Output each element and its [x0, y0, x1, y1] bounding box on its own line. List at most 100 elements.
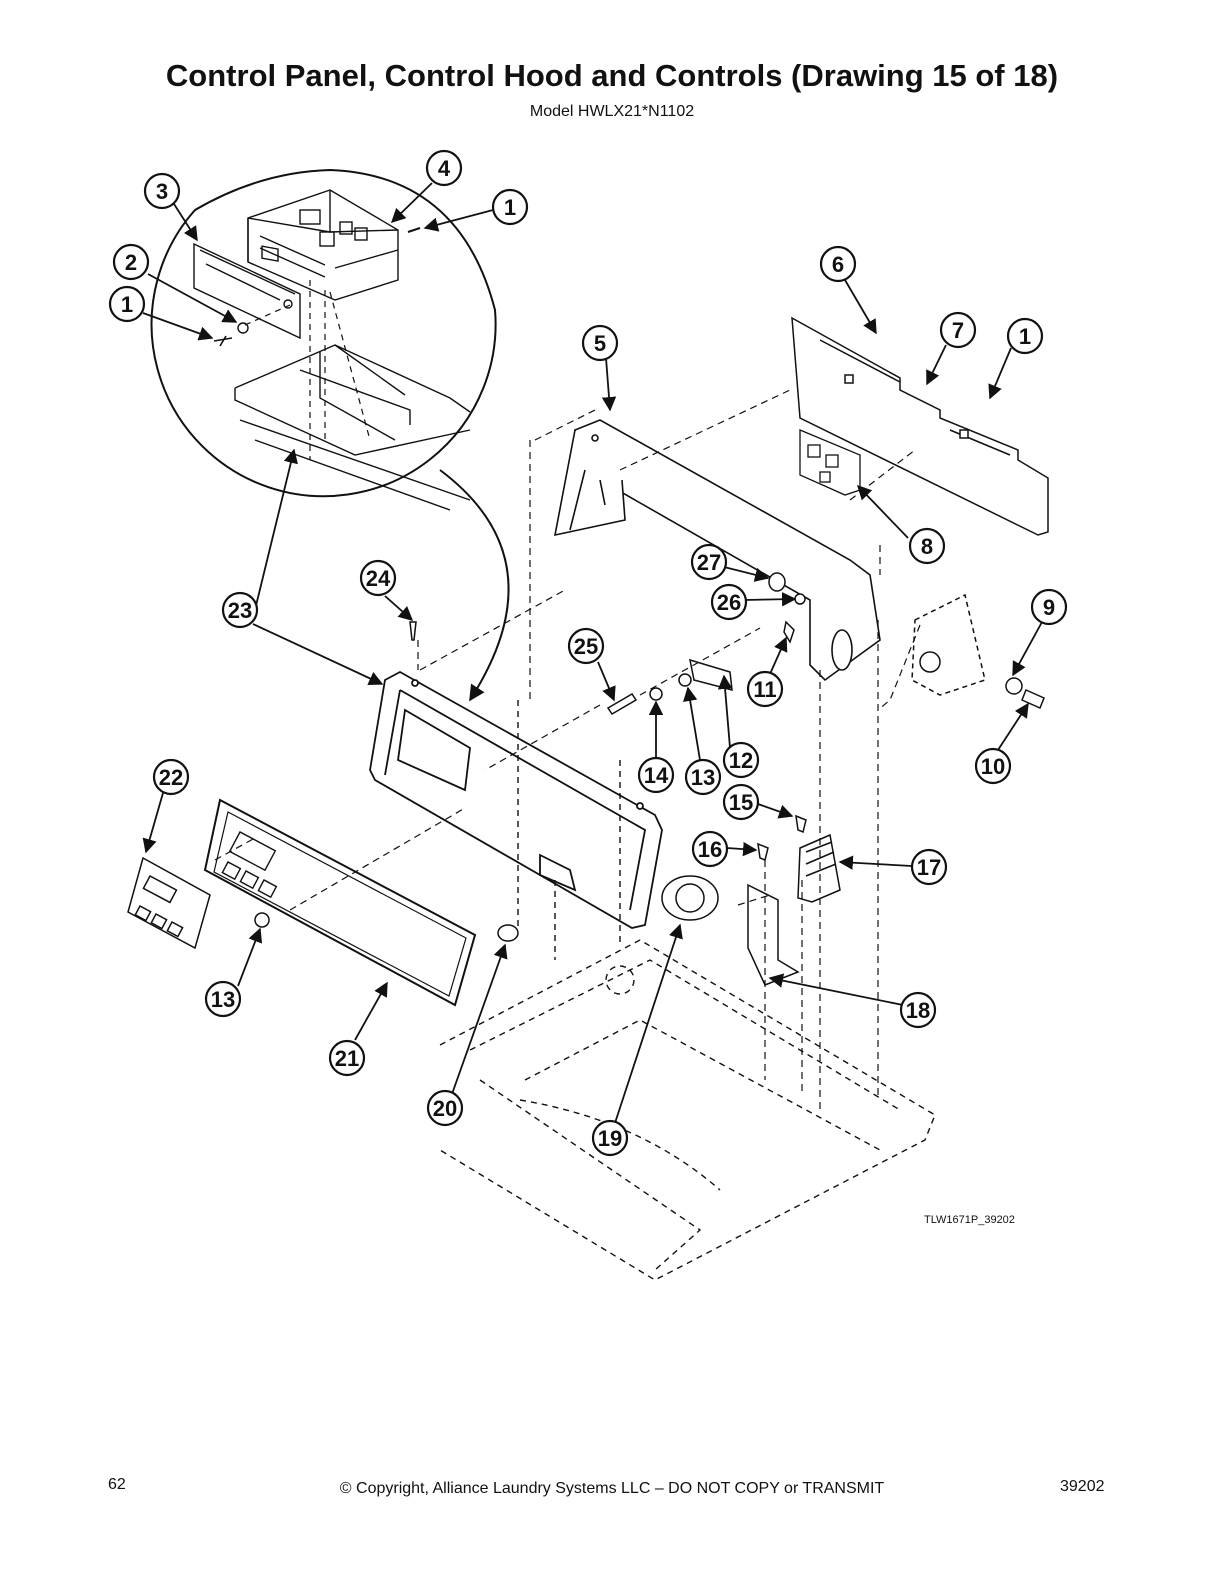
callout-circle: [637, 756, 675, 794]
callout-circle: [152, 758, 190, 796]
callout-c23: 23: [221, 591, 259, 629]
callout-circle: [910, 848, 948, 886]
callout-circle: [426, 1089, 464, 1127]
callout-circle: [1006, 317, 1044, 355]
callout-label: 17: [917, 855, 941, 880]
callout-c7: 7: [939, 311, 977, 349]
callout-circle: [591, 1119, 629, 1157]
callout-label: 15: [729, 790, 753, 815]
callout-circle: [710, 583, 748, 621]
callout-circle: [112, 243, 150, 281]
callout-c17: 17: [910, 848, 948, 886]
callout-circle: [690, 543, 728, 581]
leader-lines: [142, 182, 1043, 1124]
callout-c14: 14: [637, 756, 675, 794]
callout-c24: 24: [359, 559, 397, 597]
callout-c21: 21: [328, 1039, 366, 1077]
small-parts: [254, 572, 1045, 986]
page-title: Control Panel, Control Hood and Controls…: [165, 58, 1059, 93]
control-hood-part: [553, 419, 881, 682]
callout-c5: 5: [581, 324, 619, 362]
callout-label: 16: [698, 837, 722, 862]
callout-c9: 9: [1030, 588, 1068, 626]
callout-c12: 12: [722, 741, 760, 779]
callout-label: 6: [832, 252, 844, 277]
callout-label: 12: [729, 748, 753, 773]
callout-c1c: 1: [1006, 317, 1044, 355]
callout-circle: [746, 670, 784, 708]
page-number: 62: [108, 1476, 126, 1493]
callout-c15: 15: [722, 783, 760, 821]
callout-c27: 27: [690, 543, 728, 581]
callout-c25: 25: [567, 627, 605, 665]
callout-label: 4: [438, 156, 451, 181]
callout-label: 21: [335, 1046, 359, 1071]
callout-c10: 10: [974, 747, 1012, 785]
callout-c16: 16: [691, 830, 729, 868]
callout-circle: [108, 285, 146, 323]
assembly-lines: [214, 389, 921, 1110]
callout-label: 26: [717, 590, 741, 615]
callout-circle: [1030, 588, 1068, 626]
callout-label: 1: [121, 292, 133, 317]
front-overlay-part: [203, 798, 477, 1007]
back-plate-part: [791, 316, 1049, 536]
callout-label: 23: [228, 598, 252, 623]
callout-label: 8: [921, 534, 933, 559]
callout-circle: [491, 188, 529, 226]
copyright-notice: © Copyright, Alliance Laundry Systems LL…: [339, 1480, 885, 1497]
callout-c20: 20: [426, 1089, 464, 1127]
callout-label: 18: [906, 998, 930, 1023]
callout-label: 1: [504, 195, 516, 220]
callout-label: 20: [433, 1096, 457, 1121]
callout-circle: [425, 149, 463, 187]
callout-circle: [204, 980, 242, 1018]
callout-c1a: 1: [491, 188, 529, 226]
callout-circle: [908, 527, 946, 565]
callout-label: 25: [574, 634, 598, 659]
callout-label: 5: [594, 331, 606, 356]
control-board-part: [247, 189, 399, 301]
callout-circle: [221, 591, 259, 629]
callout-c19: 19: [591, 1119, 629, 1157]
callout-label: 7: [952, 318, 964, 343]
callout-label: 1: [1019, 324, 1031, 349]
callout-c2: 2: [112, 243, 150, 281]
callout-circle: [328, 1039, 366, 1077]
callout-circle: [899, 991, 937, 1029]
callout-c13b: 13: [204, 980, 242, 1018]
callout-circle: [722, 783, 760, 821]
callout-circle: [684, 758, 722, 796]
callout-label: 13: [211, 987, 235, 1012]
callout-label: 2: [125, 250, 137, 275]
callout-label: 22: [159, 765, 183, 790]
callout-c13a: 13: [684, 758, 722, 796]
callout-c6: 6: [819, 245, 857, 283]
callout-c18: 18: [899, 991, 937, 1029]
callout-circle: [974, 747, 1012, 785]
callout-c26: 26: [710, 583, 748, 621]
callout-label: 27: [697, 550, 721, 575]
callout-c8: 8: [908, 527, 946, 565]
bracket-part: [193, 242, 301, 340]
control-panel-part: [369, 670, 663, 929]
tray-part: [234, 344, 471, 511]
callout-label: 11: [753, 677, 776, 702]
detail-inset: [150, 168, 497, 511]
callout-circle: [722, 741, 760, 779]
callout-circle: [691, 830, 729, 868]
figure-code: TLW1671P_39202: [924, 1214, 1015, 1226]
callout-label: 9: [1043, 595, 1055, 620]
callout-circle: [567, 627, 605, 665]
callout-circle: [581, 324, 619, 362]
cabinet-base: [439, 700, 936, 1281]
callout-label: 13: [691, 765, 715, 790]
callout-c4: 4: [425, 149, 463, 187]
callout-c22: 22: [152, 758, 190, 796]
callout-label: 14: [644, 763, 669, 788]
callout-label: 19: [598, 1126, 622, 1151]
label-overlay-part: [127, 856, 211, 950]
relay-board-part: [799, 429, 861, 496]
callout-c3: 3: [143, 172, 181, 210]
